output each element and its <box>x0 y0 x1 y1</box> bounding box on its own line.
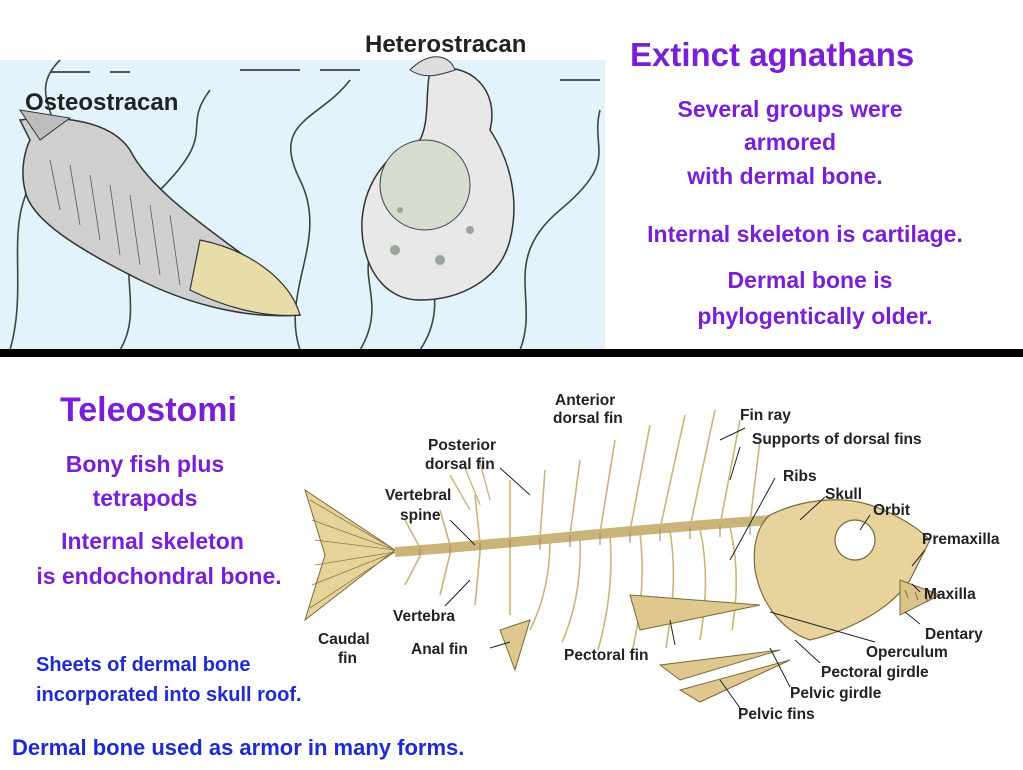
label-supports-dorsal-fins: Supports of dorsal fins <box>752 431 922 448</box>
agnathans-line5: Dermal bone is <box>640 267 980 294</box>
label-anterior-dorsal-fin-2: dorsal fin <box>553 410 623 427</box>
label-operculum: Operculum <box>866 644 948 661</box>
label-premaxilla: Premaxilla <box>922 531 1000 548</box>
label-posterior-dorsal-fin-1: Posterior <box>428 437 496 454</box>
label-vertebra: Vertebra <box>393 608 455 625</box>
section-divider <box>0 349 1023 357</box>
label-skull: Skull <box>825 486 862 503</box>
skull-roof-note-line1: Sheets of dermal bone <box>36 654 251 677</box>
agnathans-line1: Several groups were <box>620 96 960 123</box>
label-ribs: Ribs <box>783 468 817 485</box>
osteostracan-label: Osteostracan <box>25 89 178 116</box>
footer-statement: Dermal bone used as armor in many forms. <box>12 735 464 761</box>
label-pectoral-fin: Pectoral fin <box>564 647 648 664</box>
label-pectoral-girdle: Pectoral girdle <box>821 664 929 681</box>
agnathans-line6: phylogentically older. <box>645 303 985 330</box>
label-pelvic-girdle: Pelvic girdle <box>790 685 881 702</box>
label-maxilla: Maxilla <box>924 586 976 603</box>
teleostomi-title: Teleostomi <box>60 391 280 430</box>
teleostomi-line2: tetrapods <box>20 485 270 512</box>
label-vertebral-spine-2: spine <box>400 507 440 524</box>
label-dentary: Dentary <box>925 626 983 643</box>
label-pelvic-fins: Pelvic fins <box>738 706 815 723</box>
teleostomi-line1: Bony fish plus <box>20 451 270 478</box>
label-anal-fin: Anal fin <box>411 641 468 658</box>
label-posterior-dorsal-fin-2: dorsal fin <box>425 456 495 473</box>
heterostracan-label: Heterostracan <box>365 31 526 58</box>
teleostomi-line3: Internal skeleton <box>20 528 285 555</box>
label-caudal-fin-2: fin <box>338 650 357 667</box>
label-anterior-dorsal-fin-1: Anterior <box>555 392 615 409</box>
skull-roof-note-line2: incorporated into skull roof. <box>36 684 302 707</box>
label-orbit: Orbit <box>873 502 910 519</box>
teleostomi-line4: is endochondral bone. <box>0 563 318 590</box>
agnathans-line2: armored <box>620 129 960 156</box>
agnathans-line4: Internal skeleton is cartilage. <box>605 221 1005 248</box>
agnathan-illustration: Heterostracan Osteostracan <box>0 0 605 350</box>
agnathans-title: Extinct agnathans <box>630 36 970 74</box>
label-vertebral-spine-1: Vertebral <box>385 487 451 504</box>
label-fin-ray: Fin ray <box>740 407 791 424</box>
agnathans-line3: with dermal bone. <box>615 163 955 190</box>
label-caudal-fin-1: Caudal <box>318 631 370 648</box>
